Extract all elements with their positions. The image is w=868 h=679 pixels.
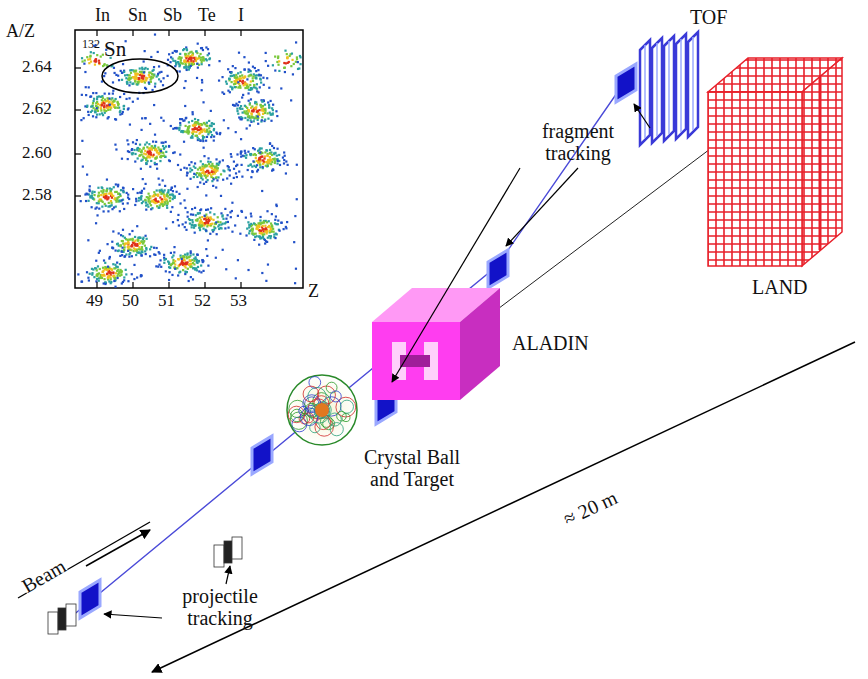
detector-label: fragment tracking xyxy=(508,120,648,164)
plot-ticks xyxy=(75,30,241,288)
tick-label: 50 xyxy=(122,292,139,311)
tick-label: 51 xyxy=(158,292,175,311)
neutron-path xyxy=(470,140,722,330)
element-label: In xyxy=(95,6,110,26)
detector-label: ALADIN xyxy=(512,332,589,354)
detector-label: Crystal Ball and Target xyxy=(356,446,468,490)
tick-label: 2.60 xyxy=(22,144,52,163)
tof-wall xyxy=(640,32,698,145)
element-label: Te xyxy=(198,6,216,26)
tick-label: 52 xyxy=(194,292,211,311)
distance-label: ≈ 20 m xyxy=(560,486,621,530)
element-label: Sb xyxy=(163,6,182,26)
isotope-label: Sn xyxy=(104,38,126,61)
axis-title: Z xyxy=(308,282,319,302)
beam-path xyxy=(60,80,626,626)
beam-label: Beam xyxy=(18,555,69,597)
leader-arrow xyxy=(104,104,650,618)
tick-label: 2.64 xyxy=(22,58,52,77)
length-arrow xyxy=(152,342,855,672)
tick-label: 2.58 xyxy=(22,186,52,205)
beam-line-mark xyxy=(18,522,150,598)
aladin-magnet xyxy=(372,288,500,400)
crystal-ball xyxy=(287,375,357,445)
detector-label: projectile tracking xyxy=(160,585,280,629)
land-detector xyxy=(708,58,842,266)
selection-ellipse xyxy=(102,59,178,93)
element-label: I xyxy=(238,6,244,26)
detector-label: TOF xyxy=(690,6,727,28)
detector-label: LAND xyxy=(752,276,808,298)
tick-label: 49 xyxy=(86,292,103,311)
mass-number: 132 xyxy=(82,38,100,51)
plot-frame xyxy=(75,30,303,288)
axis-title: A/Z xyxy=(6,22,35,42)
particle-identification xyxy=(77,33,301,287)
element-label: Sn xyxy=(128,6,147,26)
tick-label: 2.62 xyxy=(22,100,52,119)
tick-label: 53 xyxy=(230,292,247,311)
